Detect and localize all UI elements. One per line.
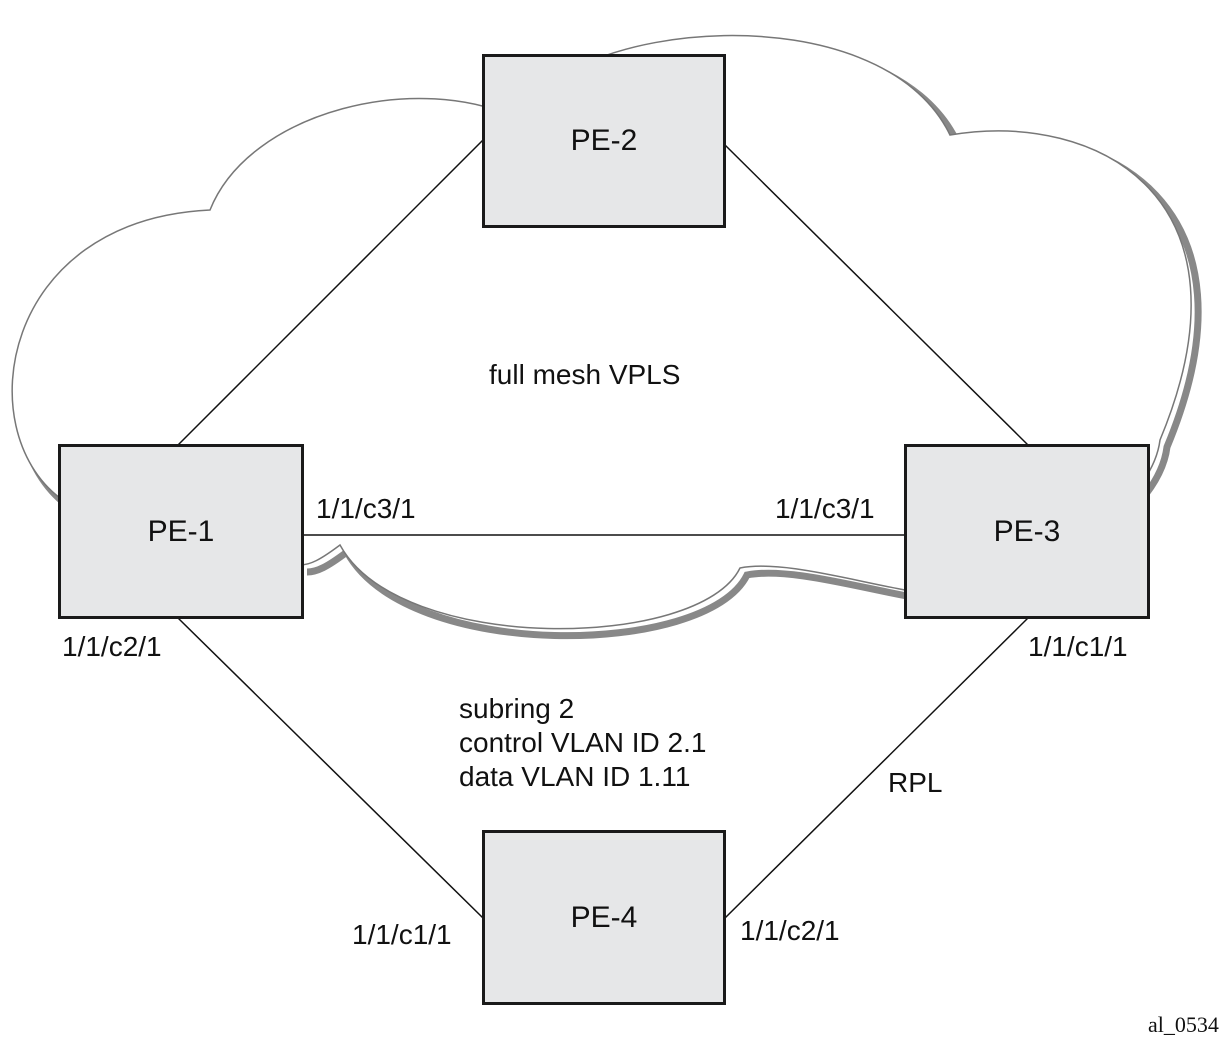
port-pe1-right: 1/1/c3/1 [316,493,416,524]
link-pe1-pe4 [177,617,484,919]
node-label: PE-1 [147,514,215,548]
subring-name: subring 2 [459,693,575,724]
subring-label: subring 2 control VLAN ID 2.1 data VLAN … [459,692,706,794]
port-pe1-bottom: 1/1/c2/1 [62,631,162,662]
control-vlan: control VLAN ID 2.1 [459,727,707,758]
link-pe3-pe4 [724,617,1029,919]
port-pe3-left: 1/1/c3/1 [775,493,875,524]
node-label: PE-4 [570,900,638,934]
node-pe3: PE-3 [904,444,1150,619]
link-pe1-pe2 [177,139,484,446]
rpl-label: RPL [888,767,943,798]
figure-id: al_0534 [1148,1012,1219,1037]
data-vlan: data VLAN ID 1.11 [459,761,691,792]
link-pe2-pe3 [724,144,1029,446]
node-label: PE-2 [570,124,638,157]
node-pe1: PE-1 [58,444,304,619]
node-pe2: PE-2 [482,54,726,228]
cloud [11,34,1192,630]
cloud-label: full mesh VPLS [489,359,681,390]
node-label: PE-3 [993,514,1061,548]
port-pe3-bottom: 1/1/c1/1 [1028,631,1128,662]
links [177,139,1029,919]
node-pe4: PE-4 [482,830,726,1005]
port-pe4-left: 1/1/c1/1 [352,919,452,950]
port-pe4-right: 1/1/c2/1 [740,915,840,946]
